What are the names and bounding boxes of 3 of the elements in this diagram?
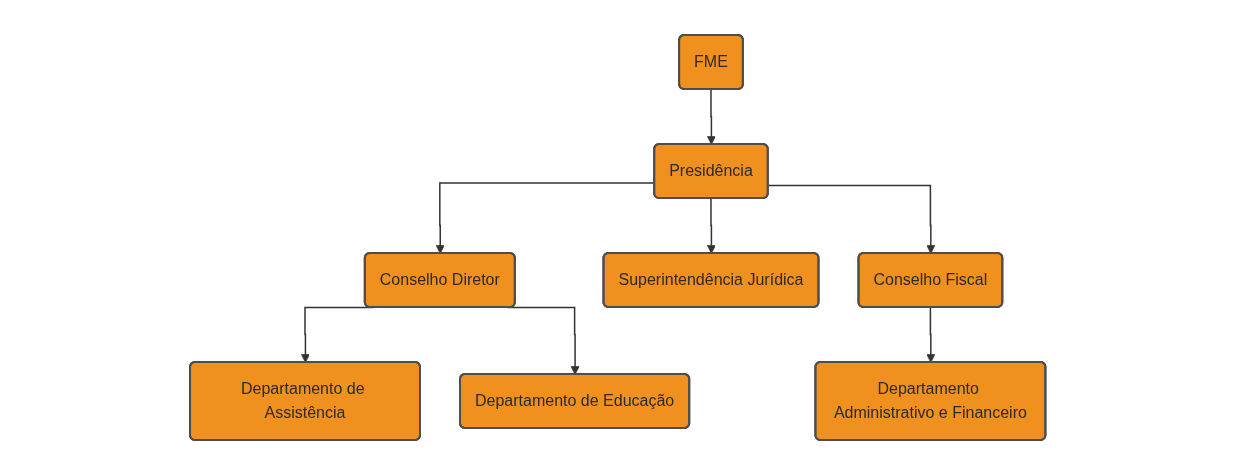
arrow bbox=[707, 88, 717, 145]
arrow bbox=[707, 197, 717, 254]
arrow bbox=[926, 306, 936, 363]
